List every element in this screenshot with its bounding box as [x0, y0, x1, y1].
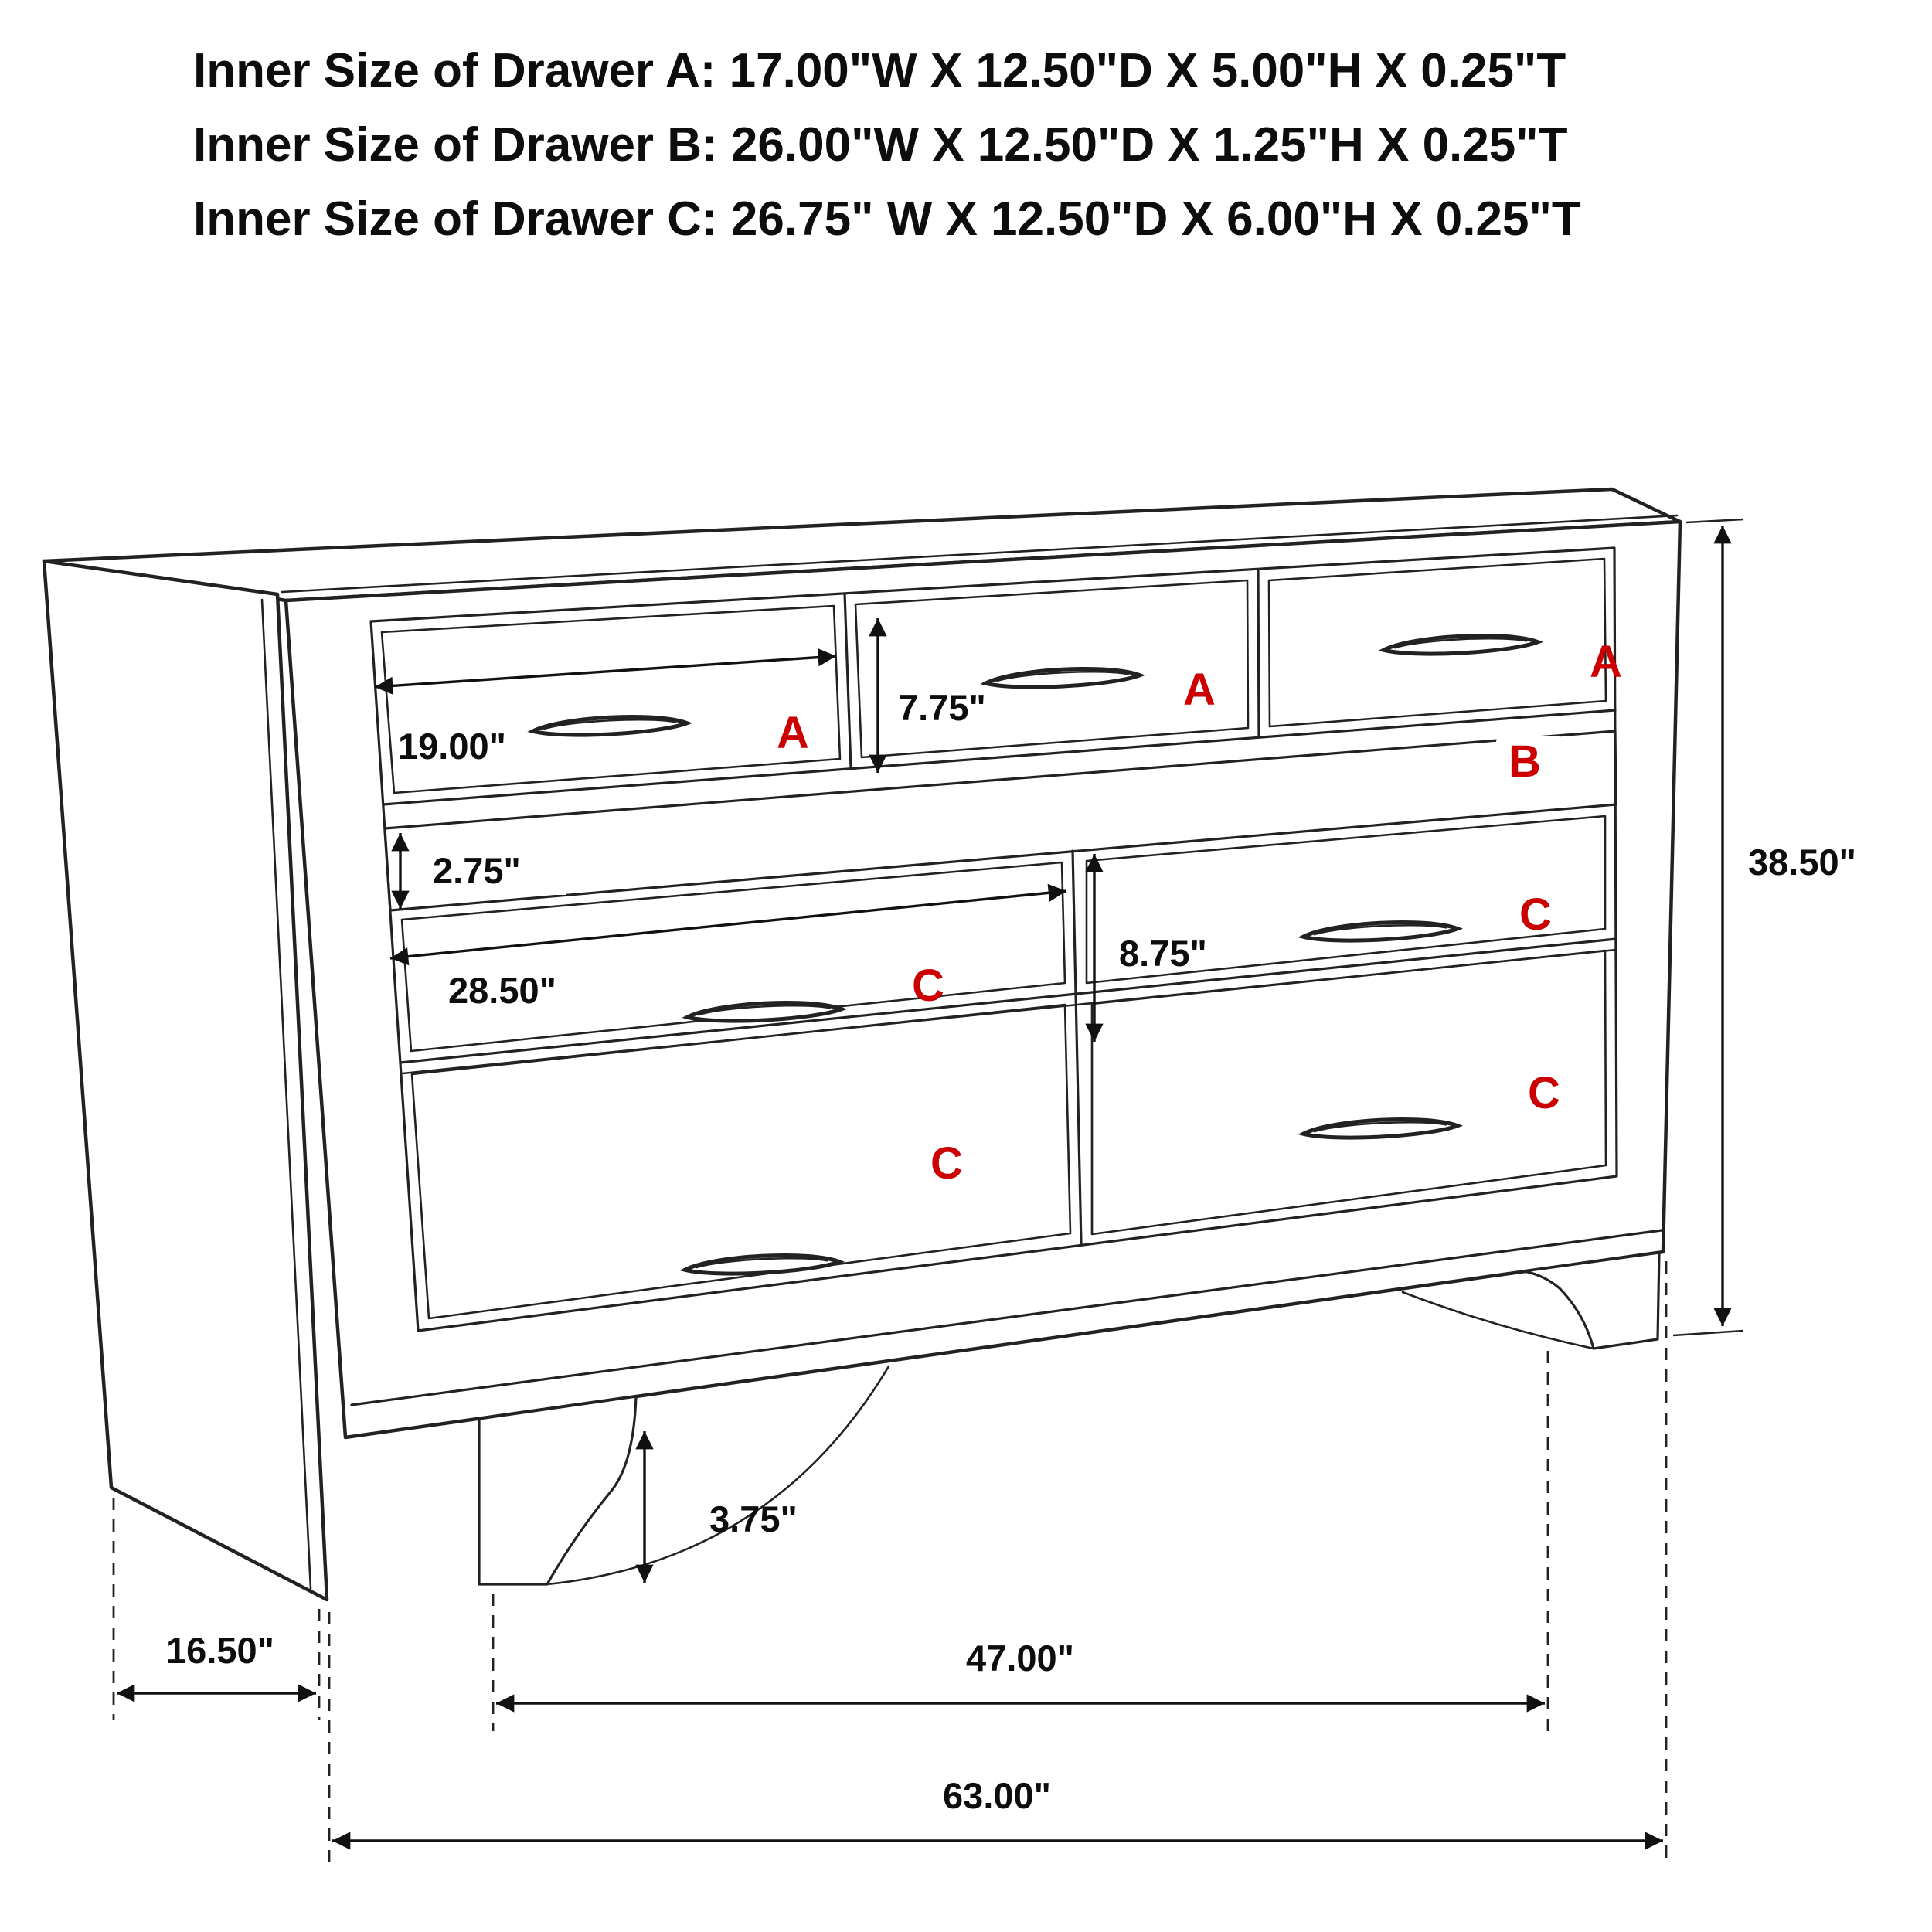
dim-label-drawer-a-width: 19.00"	[398, 726, 506, 767]
drawer-a-left-front	[380, 604, 842, 794]
front-face-frame	[369, 546, 1618, 1332]
dim-label-feet-span: 47.00"	[966, 1638, 1074, 1679]
drawer-a-center-front	[854, 579, 1250, 759]
header-line-drawer-c: Inner Size of Drawer C: 26.75" W X 12.50…	[193, 192, 1581, 246]
drawer-a-divider-right	[1257, 568, 1260, 739]
dim-label-foot-height: 3.75"	[709, 1498, 798, 1539]
dim-label-overall-width: 63.00"	[943, 1775, 1051, 1816]
drawer-label-c-mid-left: C	[912, 961, 944, 1011]
drawer-label-b: B	[1509, 736, 1541, 787]
side-front-stile-line	[260, 598, 312, 1590]
drawer-label-a-center: A	[1183, 665, 1216, 715]
drawer-label-c-bottom-left: C	[930, 1138, 963, 1189]
dim-label-drawer-b-height: 2.75"	[433, 850, 521, 891]
front-left-foot	[478, 1395, 638, 1586]
dim-label-drawer-a-height: 7.75"	[898, 687, 986, 728]
front-right-foot	[1522, 1251, 1661, 1350]
ext-line-height-bottom	[1672, 1329, 1744, 1337]
top-edge-molding-line	[281, 514, 1679, 594]
apron-curve-right	[1401, 1291, 1595, 1350]
drawer-c-bottom-right-front	[1090, 949, 1607, 1236]
drawer-c-mid-left-front	[400, 861, 1066, 1053]
drawer-label-a-right: A	[1590, 637, 1622, 687]
dresser-outline	[42, 487, 1682, 1602]
header-line-drawer-b: Inner Size of Drawer B: 26.00"W X 12.50"…	[193, 118, 1568, 172]
rail-c-row-divider-1	[399, 937, 1617, 1064]
dimension-annotations: 19.00" 7.75" 2.75" 28.50" 8.75" 38.50" 3…	[112, 518, 1856, 1866]
dim-label-drawer-c-width: 28.50"	[448, 970, 556, 1011]
dresser-front-face	[284, 519, 1682, 1440]
drawer-c-bottom-left-front	[410, 1003, 1072, 1320]
drawer-a-divider-left	[843, 592, 852, 770]
sparkle-strip-drawer-b	[383, 730, 1617, 912]
drawer-label-c-bottom-right: C	[1528, 1068, 1560, 1118]
drawer-label-a-left: A	[777, 708, 809, 758]
rail-under-drawer-a	[382, 709, 1617, 806]
dim-label-overall-height: 38.50"	[1748, 842, 1856, 883]
drawer-c-center-stile	[1071, 849, 1083, 1246]
dim-label-depth: 16.50"	[166, 1630, 274, 1671]
drawer-letter-labels: A A A B C C C C	[777, 637, 1622, 1189]
header-spec-text: Inner Size of Drawer A: 17.00"W X 12.50"…	[193, 44, 1581, 246]
header-line-drawer-a: Inner Size of Drawer A: 17.00"W X 12.50"…	[193, 44, 1566, 97]
dim-arrow-drawer-c-width	[389, 883, 1067, 966]
ext-line-height-top	[1685, 518, 1744, 524]
dim-label-drawer-c-height: 8.75"	[1119, 933, 1207, 974]
label-b-backdrop	[1496, 736, 1563, 785]
apron-curve-left	[546, 1365, 890, 1586]
drawer-a-right-front	[1267, 557, 1607, 728]
dim-arrow-drawer-a-width	[374, 648, 837, 696]
dresser-side-panel	[42, 559, 329, 1602]
base-molding-line	[350, 1229, 1663, 1406]
drawer-label-c-mid-right: C	[1519, 889, 1552, 940]
